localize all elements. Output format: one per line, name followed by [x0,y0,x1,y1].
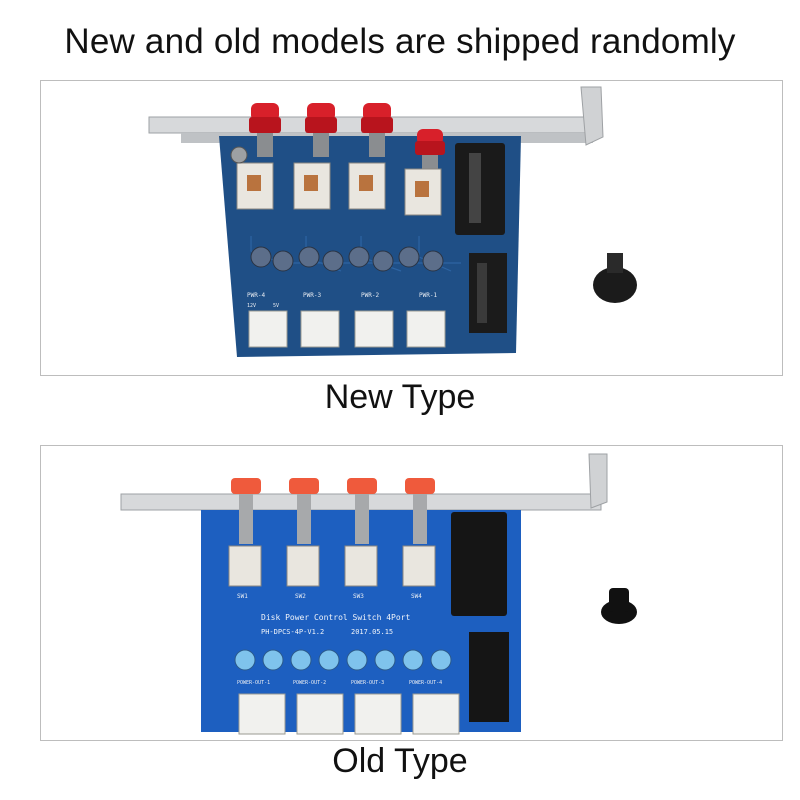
old-board-title: Disk Power Control Switch 4Port [261,613,410,622]
new-pwr-label-3: PWR-3 [303,292,321,299]
new-loose-screw [593,253,637,303]
old-sata-connector [469,632,509,722]
old-board-date: 2017.05.15 [351,628,393,636]
new-type-caption: New Type [324,378,476,416]
old-button-1 [231,478,261,544]
headline: New and old models are shipped randomly [64,22,736,61]
new-12v-label: 12V [247,303,256,309]
old-bracket-tab [588,453,608,509]
old-molex-connector [451,512,507,616]
old-out-label-2: POWER-OUT-2 [293,680,326,686]
new-capacitors [250,246,444,272]
old-switch-label-3: SW3 [353,593,364,600]
new-floppy-connectors [248,310,446,348]
old-type-photo-frame: SW1 SW2 SW3 SW4 Disk Power Control Switc… [40,445,783,741]
old-switch-label-1: SW1 [237,593,248,600]
old-button-4 [405,478,435,544]
new-5v-label: 5V [273,303,279,309]
old-capacitors [234,649,452,671]
old-out-label-3: POWER-OUT-3 [351,680,384,686]
new-button-1 [249,103,281,157]
old-red-buttons [231,478,435,544]
old-type-board-image: SW1 SW2 SW3 SW4 Disk Power Control Switc… [120,453,637,735]
old-button-2 [289,478,319,544]
new-button-3 [361,103,393,157]
new-pwr-label-1: PWR-1 [419,292,437,299]
new-button-2 [305,103,337,157]
old-type-caption: Old Type [332,742,468,780]
new-board-screw [230,146,248,164]
old-floppy-connectors [238,693,460,735]
old-push-switches [228,545,436,587]
old-switch-label-4: SW4 [411,593,422,600]
old-loose-screw [601,588,637,624]
new-pwr-label-2: PWR-2 [361,292,379,299]
old-board-model: PH-DPCS-4P-V1.2 [261,628,324,636]
new-type-photo-frame: PWR-4 PWR-3 PWR-2 PWR-1 12V 5V [40,80,783,376]
old-out-label-4: POWER-OUT-4 [409,680,442,686]
new-red-buttons [249,103,445,171]
new-button-4 [415,129,445,171]
new-pwr-label-4: PWR-4 [247,292,265,299]
old-switch-label-2: SW2 [295,593,306,600]
old-out-label-1: POWER-OUT-1 [237,680,270,686]
new-sata-connector [469,253,507,333]
old-button-3 [347,478,377,544]
new-bracket-tab [580,86,604,146]
new-type-board-image: PWR-4 PWR-3 PWR-2 PWR-1 12V 5V [148,86,637,357]
new-push-switches [236,162,442,216]
